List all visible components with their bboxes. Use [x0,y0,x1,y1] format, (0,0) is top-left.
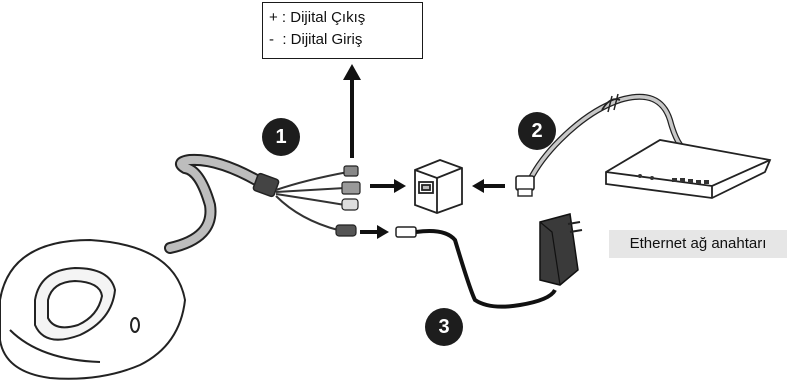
power-adapter-icon [395,213,583,309]
step-1-badge: 1 [262,118,300,156]
digital-output-legend: + : Dijital Çıkış [269,9,366,26]
camera-icon [0,238,187,380]
arrow-up-icon [343,64,361,158]
step-2-badge: 2 [518,112,556,150]
arrow-left-icon [472,179,505,193]
ethernet-switch-icon [601,93,772,199]
arrow-right-power-icon [360,225,389,239]
cable-bundle-icon [164,153,361,254]
rj45-coupler-icon [414,159,463,214]
digital-io-callout: + : Dijital Çıkış - : Dijital Giriş [262,2,423,59]
digital-input-legend: - : Dijital Giriş [269,31,363,48]
step-3-badge: 3 [425,308,463,346]
arrow-right-icon [370,179,406,193]
ethernet-switch-label: Ethernet ağ anahtarı [609,230,787,258]
